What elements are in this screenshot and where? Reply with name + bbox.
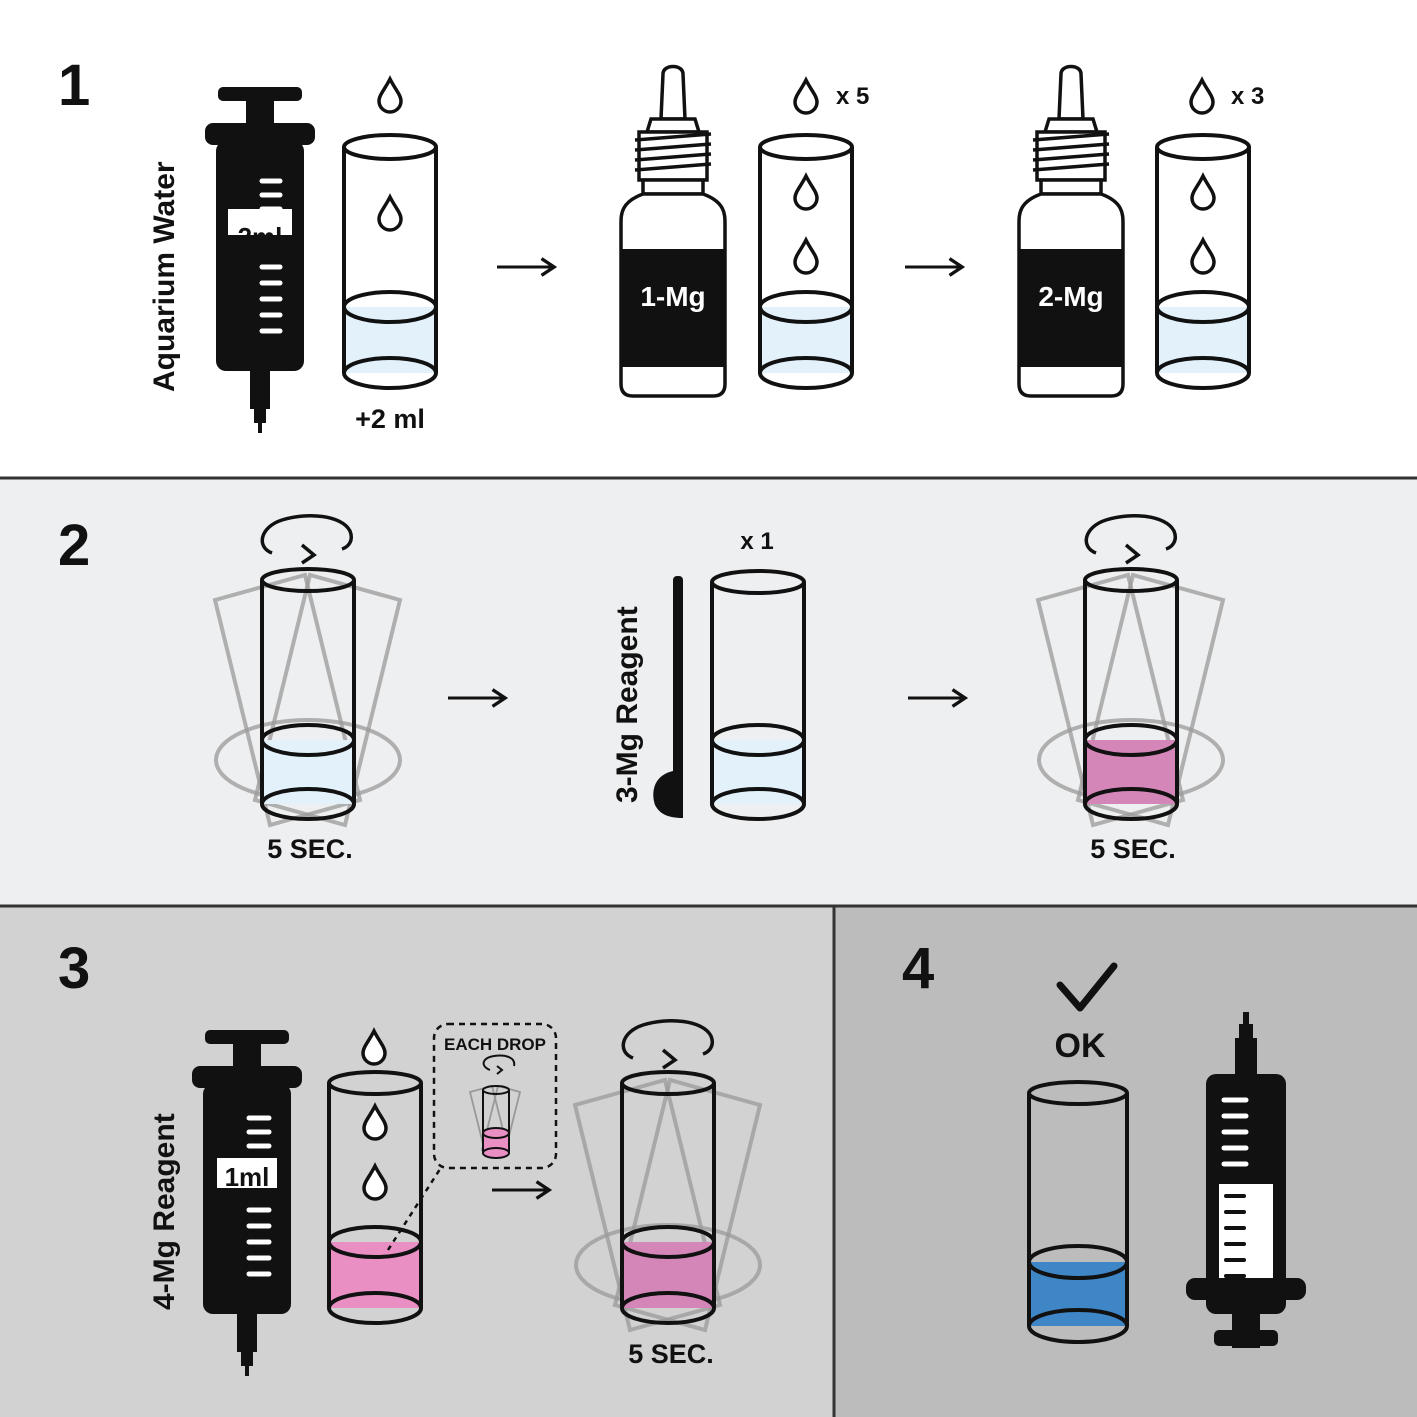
swirl-time-label: 5 SEC. xyxy=(628,1339,714,1369)
bottle-2-drop-count: x 3 xyxy=(1231,83,1264,110)
callout-line xyxy=(386,1165,444,1251)
spoon-icon xyxy=(653,576,683,818)
panel-step-2 xyxy=(0,478,1417,906)
add-volume-label: +2 ml xyxy=(355,404,425,434)
test-tube-icon xyxy=(710,569,806,821)
bottle-2-label: 2-Mg xyxy=(1038,281,1103,312)
test-tube-icon xyxy=(1027,1080,1129,1344)
step-number-3: 3 xyxy=(58,936,90,1001)
test-tube-icon xyxy=(1155,133,1251,390)
syringe-icon xyxy=(1186,1012,1306,1348)
syringe-volume: 2ml xyxy=(238,222,283,252)
test-tube-icon xyxy=(1083,567,1179,821)
syringe-volume: 1ml xyxy=(225,1162,270,1192)
syringe-icon xyxy=(205,87,315,433)
step-number-2: 2 xyxy=(58,513,90,578)
test-tube-icon xyxy=(327,1070,423,1325)
test-tube-icon xyxy=(260,567,356,821)
checkmark-icon xyxy=(1056,962,1118,1012)
ghost-tube xyxy=(212,572,403,828)
each-drop-inset: EACH DROP xyxy=(432,1022,558,1170)
syringe-label: Aquarium Water xyxy=(148,161,181,392)
spoon-label: 3-Mg Reagent xyxy=(611,606,644,803)
swirl-time-label: 5 SEC. xyxy=(1090,834,1176,864)
step-number-4: 4 xyxy=(902,936,934,1001)
step-number-1: 1 xyxy=(58,53,90,118)
test-tube-icon xyxy=(758,133,854,390)
bottle-1-drop-count: x 5 xyxy=(836,83,869,110)
inset-label: EACH DROP xyxy=(444,1035,546,1054)
test-tube-icon xyxy=(342,133,438,390)
panel-step-3 xyxy=(0,906,834,1417)
test-tube-icon xyxy=(620,1070,716,1325)
spoon-count: x 1 xyxy=(740,528,773,555)
swirl-time-label: 5 SEC. xyxy=(267,834,353,864)
bottle-1-label: 1-Mg xyxy=(640,281,705,312)
result-label: OK xyxy=(1055,1027,1106,1065)
syringe-label: 4-Mg Reagent xyxy=(148,1113,181,1310)
syringe-icon xyxy=(192,1030,302,1376)
